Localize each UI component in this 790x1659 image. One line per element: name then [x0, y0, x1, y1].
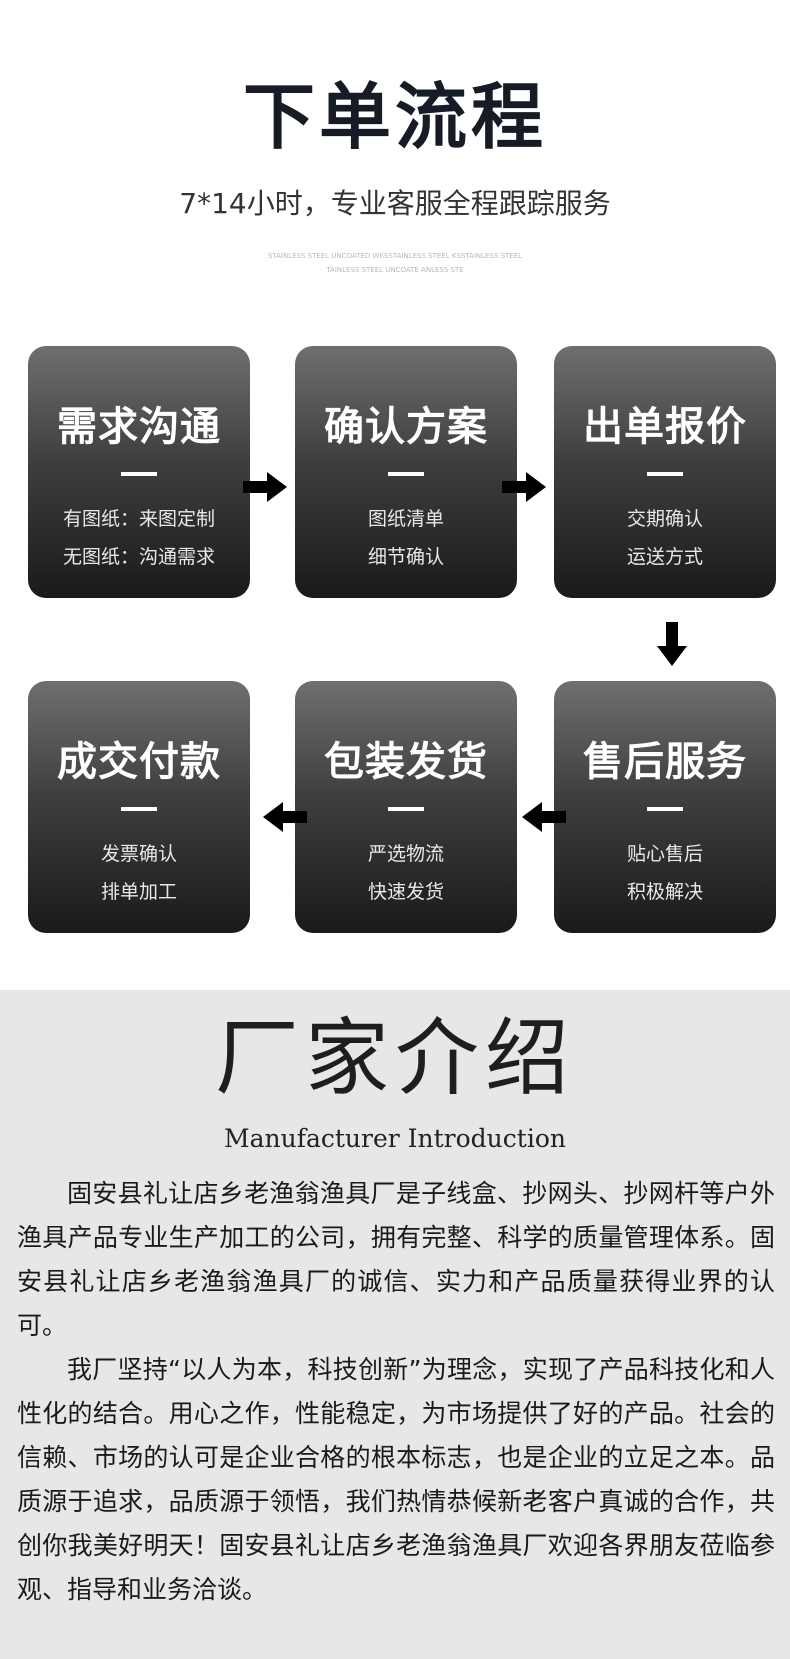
step-title: 出单报价 [583, 404, 747, 450]
step-card-2: 确认方案 图纸清单 细节确认 [295, 346, 517, 598]
step-line-1: 发票确认 [100, 843, 177, 865]
step-line-1: 严选物流 [367, 843, 444, 865]
manufacturer-section: 厂家介绍 Manufacturer Introduction 固安县礼让店乡老渔… [0, 990, 790, 1659]
arrow-right-icon [243, 472, 287, 502]
arrow-down-icon [657, 622, 687, 666]
step-divider [121, 807, 157, 811]
step-card-5: 包装发货 严选物流 快速发货 [295, 681, 517, 933]
step-card-1: 需求沟通 有图纸：来图定制 无图纸：沟通需求 [28, 346, 250, 598]
step-title: 售后服务 [583, 739, 747, 785]
manufacturer-title: 厂家介绍 [214, 1009, 575, 1107]
step-divider [388, 472, 424, 476]
step-divider [388, 807, 424, 811]
arrow-left-icon [263, 802, 307, 832]
manufacturer-paragraph-2: 我厂坚持“以人为本，科技创新”为理念，实现了产品科技化和人性化的结合。用心之作，… [17, 1355, 775, 1604]
decorative-tiny-text-2: TAINLESS STEEL UNCOATE ANLESS STE [326, 266, 464, 274]
step-line-2: 快速发货 [367, 881, 444, 903]
step-title: 需求沟通 [57, 404, 221, 450]
manufacturer-paragraph-1: 固安县礼让店乡老渔翁渔具厂是子线盒、抄网头、抄网杆等户外渔具产品专业生产加工的公… [17, 1179, 775, 1340]
step-line-2: 积极解决 [626, 881, 703, 903]
step-title: 包装发货 [324, 739, 488, 785]
step-card-6: 成交付款 发票确认 排单加工 [28, 681, 250, 933]
order-process-section: 下单流程 7*14小时，专业客服全程跟踪服务 STAINLESS STEEL U… [28, 75, 776, 933]
step-title: 确认方案 [324, 404, 488, 450]
arrow-right-icon [502, 472, 546, 502]
step-line-2: 无图纸：沟通需求 [62, 546, 215, 568]
arrow-left-icon [522, 802, 566, 832]
step-divider [121, 472, 157, 476]
step-divider [647, 807, 683, 811]
step-line-1: 交期确认 [626, 508, 703, 530]
step-line-2: 运送方式 [626, 546, 703, 568]
step-divider [647, 472, 683, 476]
page-title: 下单流程 [242, 75, 547, 159]
manufacturer-subtitle: Manufacturer Introduction [224, 1124, 566, 1153]
step-line-1: 图纸清单 [367, 508, 444, 530]
step-line-2: 排单加工 [100, 881, 177, 903]
decorative-tiny-text-1: STAINLESS STEEL UNCOATED WKSSTAINLESS ST… [267, 252, 523, 260]
step-card-4: 售后服务 贴心售后 积极解决 [554, 681, 776, 933]
page-subtitle: 7*14小时，专业客服全程跟踪服务 [179, 187, 611, 220]
step-line-1: 贴心售后 [626, 843, 703, 865]
step-card-3: 出单报价 交期确认 运送方式 [554, 346, 776, 598]
step-title: 成交付款 [57, 739, 221, 785]
step-line-1: 有图纸：来图定制 [62, 508, 215, 530]
step-line-2: 细节确认 [367, 546, 444, 568]
